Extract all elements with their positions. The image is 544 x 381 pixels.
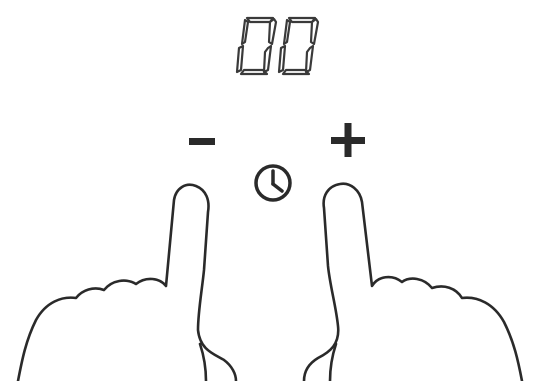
digit-zero-right: [279, 18, 318, 74]
left-hand-palm-line: [200, 344, 206, 381]
right-hand-palm-line: [330, 344, 336, 381]
minus-icon: [184, 120, 220, 160]
plus-button[interactable]: +: [326, 118, 370, 162]
minus-button[interactable]: −: [184, 120, 220, 160]
digit-zero-left: [237, 18, 276, 74]
timer-display: 00: [233, 14, 329, 78]
timer-button[interactable]: [250, 160, 296, 206]
clock-icon: [250, 160, 296, 206]
seven-segment-digits: [233, 14, 329, 78]
plus-icon: [326, 118, 370, 162]
right-hand-icon: [304, 184, 522, 381]
left-hand-icon: [18, 185, 236, 381]
